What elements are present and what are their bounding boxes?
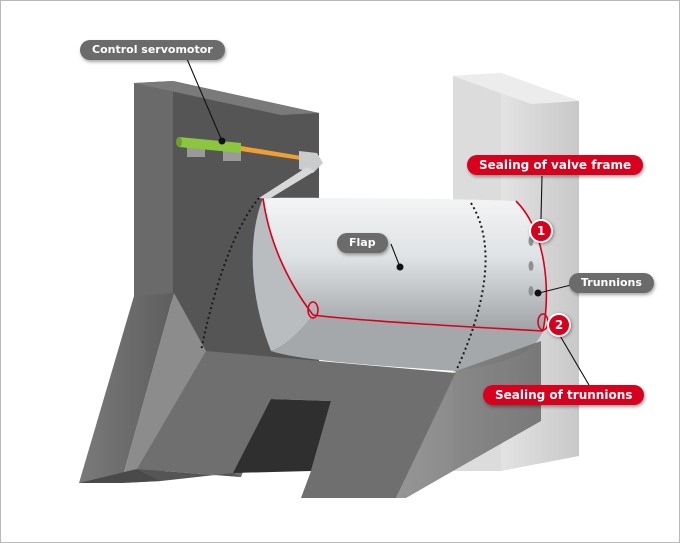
left-base bbox=[79, 293, 206, 483]
label-sealing-trunnions: Sealing of trunnions bbox=[483, 385, 645, 405]
label-sealing-valve-frame: Sealing of valve frame bbox=[467, 155, 644, 175]
front-base bbox=[137, 351, 456, 498]
label-flap: Flap bbox=[337, 233, 388, 253]
right-front-block bbox=[396, 341, 541, 498]
badge-one: 1 bbox=[529, 219, 553, 243]
label-control-servomotor: Control servomotor bbox=[80, 40, 225, 60]
leader-dots bbox=[218, 137, 542, 297]
flap bbox=[200, 197, 549, 372]
servomotor bbox=[176, 137, 323, 199]
label-trunnions: Trunnions bbox=[569, 273, 654, 293]
badge-two: 2 bbox=[547, 313, 571, 337]
